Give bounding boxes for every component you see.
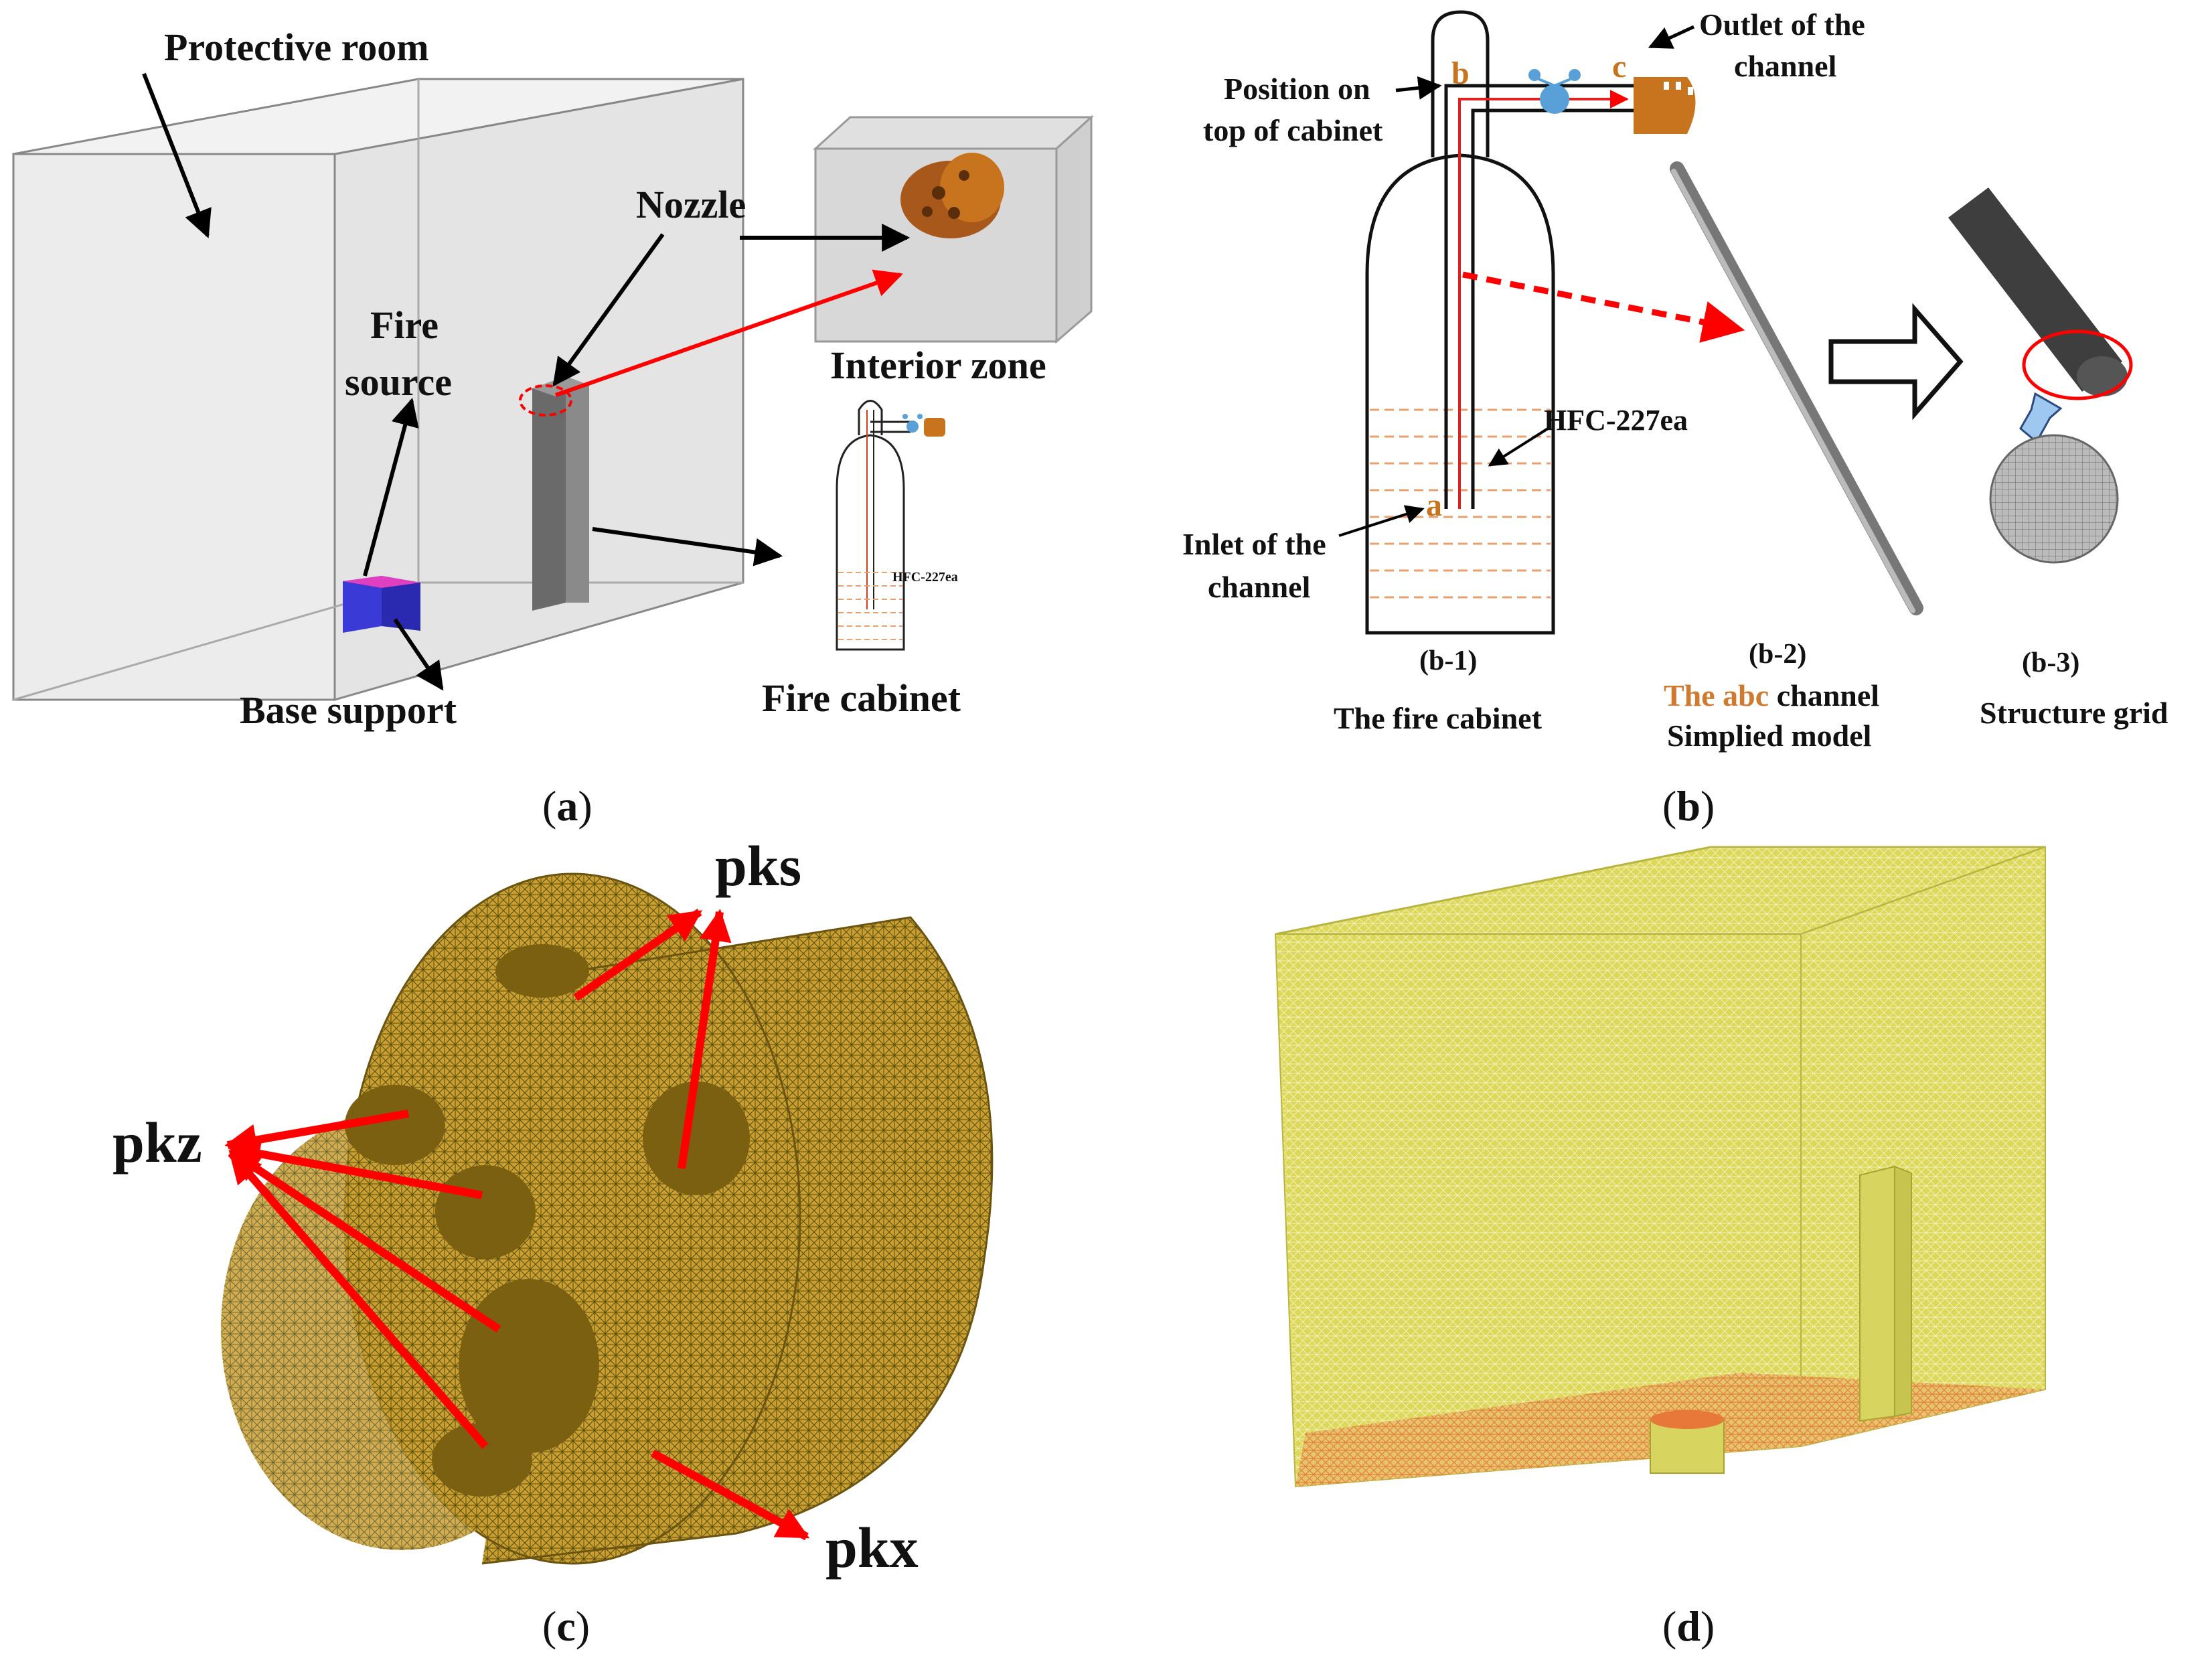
caption-c: (c) [542, 1602, 590, 1650]
label-b2-title: The abc channel [1664, 678, 1879, 712]
label-point-b: b [1451, 56, 1470, 91]
nozzle-highlight-circle [519, 384, 572, 416]
fire-cabinet-cylinder [1365, 10, 1555, 635]
small-cabinet-nozzle-icon [924, 418, 945, 437]
pks-arrows [573, 909, 732, 1169]
nozzle-mesh-cylinder [221, 873, 994, 1565]
label-pkx: pkx [825, 1515, 919, 1580]
panel-b: Position on top of cabinet Outlet of the… [1182, 7, 2168, 830]
pkx-arrow [651, 1449, 810, 1541]
label-outlet-of-the: Outlet of the [1699, 7, 1865, 42]
arrow-nozzle-to-column [552, 233, 665, 387]
label-pks: pks [715, 834, 801, 898]
small-hfc-label: HFC-227ea [892, 570, 958, 585]
panel-a: HFC-227ea Protective room Nozzle Fire so… [12, 25, 1094, 830]
label-base-support: Base support [240, 688, 457, 732]
arrow-position [1395, 76, 1442, 100]
arrow-dashed-simplified [1462, 271, 1745, 343]
hollow-arrow-icon [1828, 303, 1964, 421]
label-b2-code: (b-2) [1749, 639, 1806, 670]
label-nozzle: Nozzle [636, 183, 746, 226]
outlet-nozzle-icon [1634, 77, 1696, 134]
arrow-fire-source [363, 397, 419, 577]
grid-highlight-circle [2022, 329, 2133, 400]
panel-c: pks pkz pkx (c) [112, 834, 994, 1650]
base-support-block [343, 576, 420, 633]
structure-grid-disc [1989, 434, 2119, 564]
structure-grid-cylinder [1948, 187, 2133, 400]
protective-room-box [12, 78, 744, 701]
valve-icon [1528, 69, 1581, 114]
arrow-red-zoom [555, 269, 903, 397]
channel-flow-red-line [1458, 90, 1629, 509]
label-b2-model: Simplied model [1667, 718, 1871, 753]
label-point-a: a [1426, 487, 1442, 523]
label-interior-zone: Interior zone [830, 344, 1046, 387]
caption-a: (a) [542, 782, 592, 830]
arrow-inlet [1338, 505, 1425, 537]
label-top-of-cabinet: top of cabinet [1203, 113, 1383, 147]
channel-pipe [1444, 84, 1634, 509]
fire-cabinet-small-illustration [836, 400, 911, 651]
simplified-model-rod [1670, 161, 1923, 615]
caption-d: (d) [1662, 1602, 1715, 1650]
label-b3-code: (b-3) [2022, 648, 2079, 678]
label-fire: Fire [370, 303, 439, 347]
label-pkz: pkz [112, 1110, 202, 1174]
label-inlet-channel: channel [1208, 570, 1310, 604]
arrow-base-support [393, 618, 444, 691]
small-cabinet-valve-icon [902, 414, 923, 433]
label-position-on: Position on [1224, 72, 1370, 106]
label-b1-title: The fire cabinet [1334, 701, 1543, 735]
room-column-mesh [1859, 1165, 1912, 1422]
room-mesh-box [1274, 846, 2046, 1488]
label-point-c: c [1612, 49, 1626, 84]
label-inlet-of-the: Inlet of the [1182, 527, 1326, 561]
arrow-protective-room [142, 72, 212, 238]
label-protective-room: Protective room [164, 25, 429, 69]
label-b1-code: (b-1) [1419, 646, 1477, 676]
arrow-cabinet [592, 527, 783, 566]
pkz-arrows [224, 1110, 501, 1449]
label-hfc: HFC-227ea [1544, 404, 1688, 437]
room-base-support-mesh [1650, 1410, 1725, 1474]
label-fire-cabinet: Fire cabinet [762, 676, 961, 720]
caption-b: (b) [1662, 782, 1715, 830]
small-cabinet-liquid-lines [838, 572, 902, 640]
label-outlet-channel: channel [1734, 49, 1836, 83]
nozzle-3d-icon [900, 153, 1004, 238]
label-source: source [345, 360, 452, 404]
panel-d: (d) [1274, 846, 2046, 1650]
arrow-hfc [1488, 427, 1549, 467]
label-b3-title: Structure grid [1980, 696, 2168, 730]
arrow-outlet [1648, 25, 1695, 49]
